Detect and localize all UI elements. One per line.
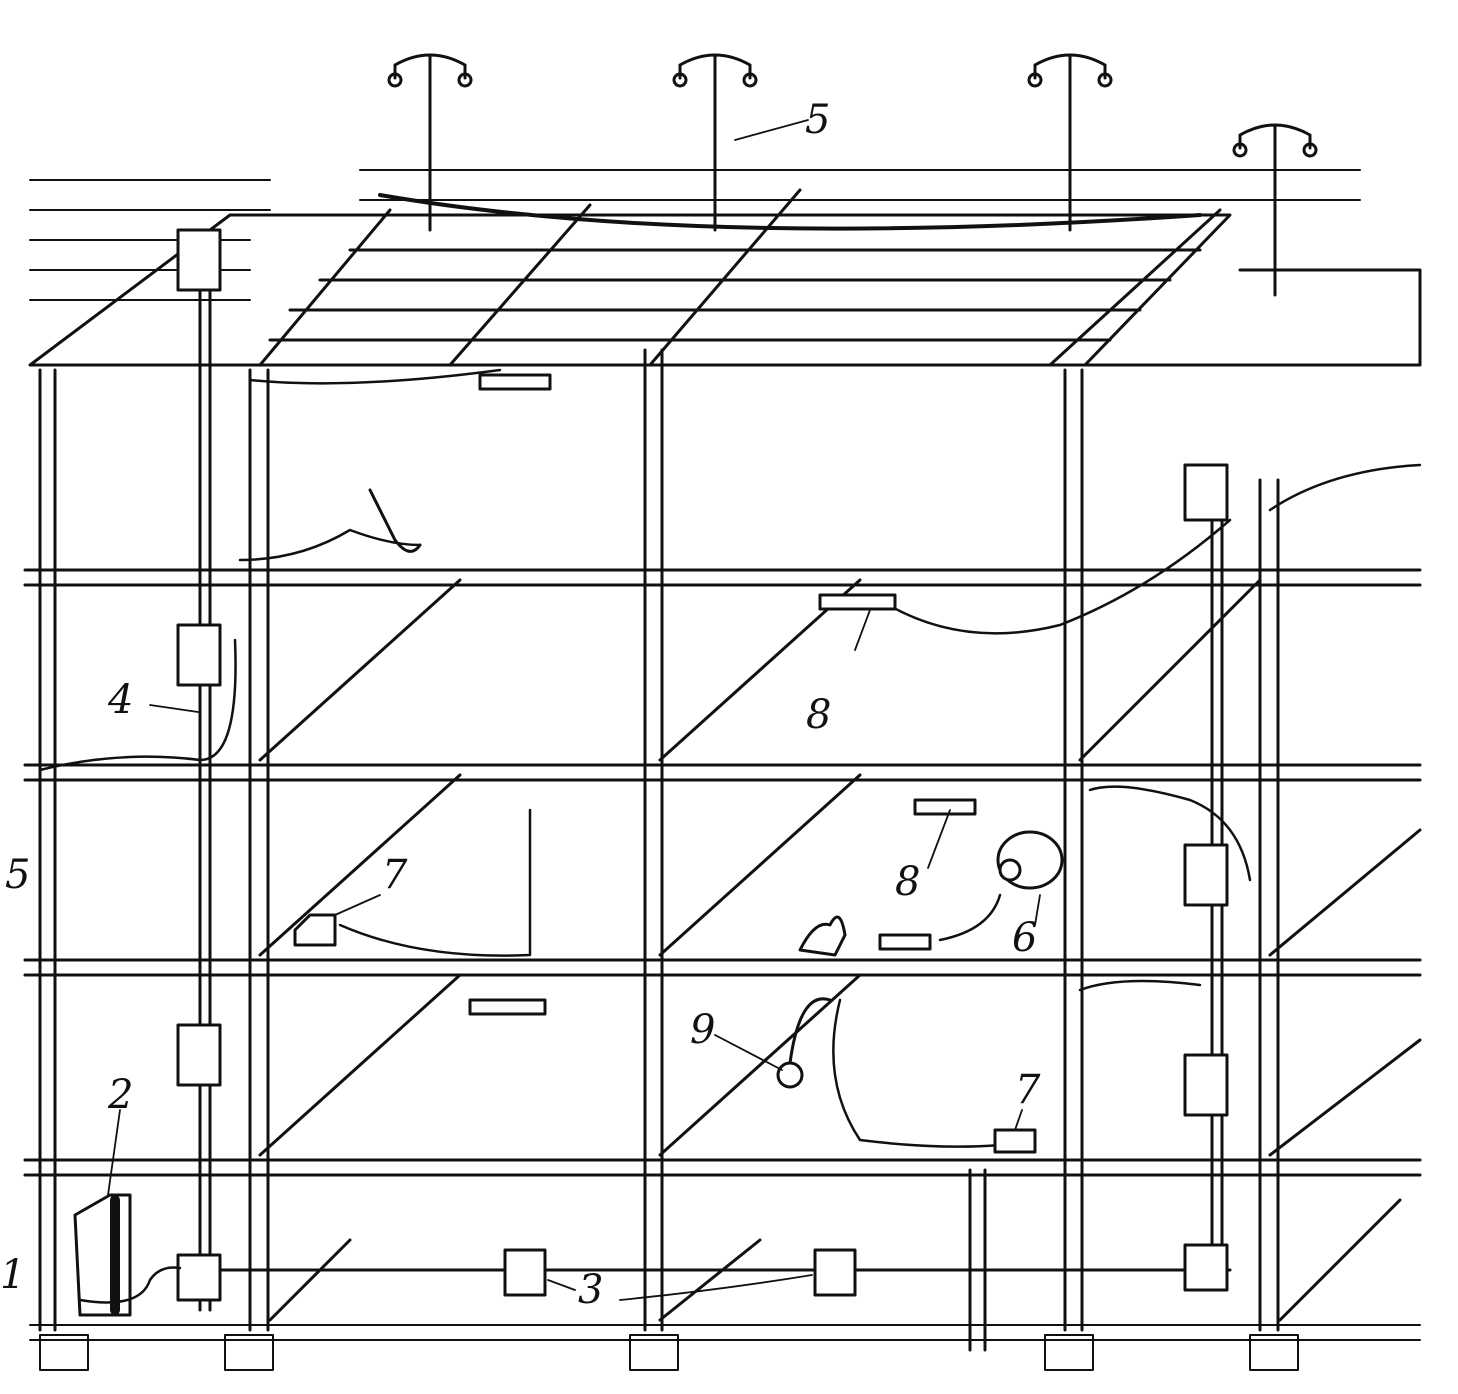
callout-2: 2	[108, 1072, 134, 1118]
floor-slabs	[23, 568, 1422, 1322]
foundation-blocks	[39, 1334, 1299, 1371]
leader-lines	[107, 119, 1041, 1301]
callout-5-left: 5	[5, 852, 31, 898]
floor-sockets-8	[468, 373, 977, 1016]
distribution-board	[73, 1193, 132, 1317]
hand-lamp-9	[776, 997, 832, 1089]
roof-lamp-posts	[387, 53, 1318, 297]
callout-4: 4	[108, 677, 134, 723]
callout-8-upper: 8	[806, 692, 832, 738]
rear-wall-lines	[29, 169, 1421, 1341]
vibrator-tool	[368, 488, 847, 957]
step-down-transformer-7b	[993, 1128, 1037, 1154]
callout-6: 6	[1012, 915, 1038, 961]
callout-7-left: 7	[382, 852, 408, 898]
callout-1: 1	[0, 1252, 26, 1298]
callout-5-roof: 5	[805, 97, 831, 143]
electric-motor-6	[996, 830, 1064, 890]
callout-3: 3	[578, 1267, 604, 1313]
roof-slab	[28, 188, 1422, 367]
callout-9: 9	[690, 1007, 716, 1053]
junction-boxes	[176, 228, 1229, 1302]
callout-7-right: 7	[1015, 1067, 1041, 1113]
riser-conduit	[198, 288, 1232, 1312]
callout-8-lower: 8	[895, 859, 921, 905]
step-down-transformer-7a	[293, 913, 337, 947]
frame-columns	[38, 348, 1280, 1352]
